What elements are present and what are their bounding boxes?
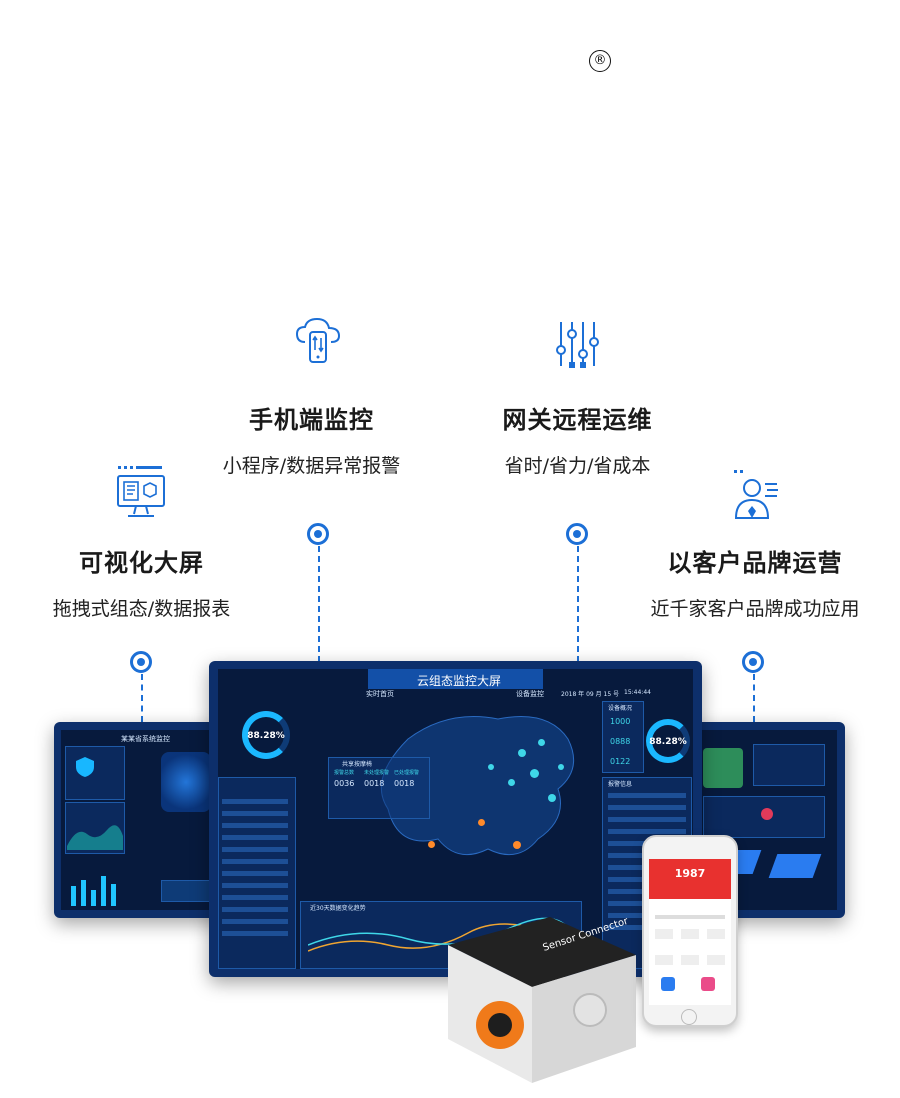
feature-subtitle: 小程序/数据异常报警 <box>222 455 401 477</box>
user-brand-icon <box>734 470 778 519</box>
feature-mobile-monitoring: 手机端监控 小程序/数据异常报警 <box>200 400 423 478</box>
location-pin-icon <box>130 651 152 673</box>
stats-value: 0018 <box>394 779 415 788</box>
right-gauge <box>646 719 690 763</box>
dashed-connector <box>141 674 143 722</box>
main-dashboard-screen: 云组态监控大屏 实时首页 设备监控 2018 年 09 月 15 号 15:44… <box>209 661 702 977</box>
feature-title: 手机端监控 <box>249 406 374 434</box>
sensor-connector-device: Sensor Connector <box>448 916 636 1083</box>
monitor-icon <box>117 466 165 517</box>
dashboard-date: 2018 年 09 月 15 号 <box>561 691 620 698</box>
stats-value: 0036 <box>334 779 355 788</box>
overview-value: 0122 <box>610 757 631 766</box>
cloud-phone-icon <box>295 317 341 363</box>
location-pin-icon <box>566 523 588 545</box>
overview-title: 设备概况 <box>608 705 633 712</box>
dashed-connector <box>318 546 320 662</box>
feature-client-brand: 以客户品牌运营 近千家客户品牌成功应用 <box>630 543 880 621</box>
left-screen-title: 某某省系统监控 <box>121 735 170 743</box>
right-gauge-value: 88.28% <box>649 737 687 747</box>
feature-subtitle: 省时/省力/省成本 <box>504 455 651 477</box>
left-gauge <box>242 711 290 759</box>
nav-device-tab[interactable]: 设备监控 <box>516 690 544 698</box>
nav-home-tab[interactable]: 实时首页 <box>366 690 394 698</box>
stats-value: 0018 <box>364 779 385 788</box>
stats-panel <box>328 757 430 819</box>
dashboard-title: 云组态监控大屏 <box>417 674 502 688</box>
trend-title: 近30天数据变化趋势 <box>310 905 366 912</box>
location-pin-icon <box>307 523 329 545</box>
feature-title: 以客户品牌运营 <box>667 549 843 577</box>
overview-value: 0888 <box>610 737 631 746</box>
feature-subtitle: 近千家客户品牌成功应用 <box>650 598 860 620</box>
stats-label: 已处理报警 <box>394 770 420 776</box>
feature-gateway-remote-ops: 网关远程运维 省时/省力/省成本 <box>470 400 685 478</box>
stats-label: 报警总数 <box>334 770 355 776</box>
stats-label: 未处理报警 <box>364 770 390 776</box>
dashed-connector <box>753 674 755 722</box>
smartphone-app: 1987 <box>642 835 738 1027</box>
feature-subtitle: 拖拽式组态/数据报表 <box>52 598 231 620</box>
stats-title: 共享按摩椅 <box>342 761 373 768</box>
alarm-title: 报警信息 <box>608 781 633 788</box>
phone-header-number: 1987 <box>649 859 731 899</box>
overview-value: 1000 <box>610 717 631 726</box>
location-pin-icon <box>742 651 764 673</box>
dashboard-time: 15:44:44 <box>624 689 651 696</box>
dashed-connector <box>577 546 579 662</box>
sliders-icon <box>556 322 599 368</box>
left-gauge-value: 88.28% <box>247 731 285 741</box>
feature-title: 网关远程运维 <box>502 406 653 434</box>
feature-title: 可视化大屏 <box>79 549 204 577</box>
feature-visual-dashboard: 可视化大屏 拖拽式组态/数据报表 <box>30 543 253 621</box>
registered-trademark-mark: ® <box>589 50 611 72</box>
